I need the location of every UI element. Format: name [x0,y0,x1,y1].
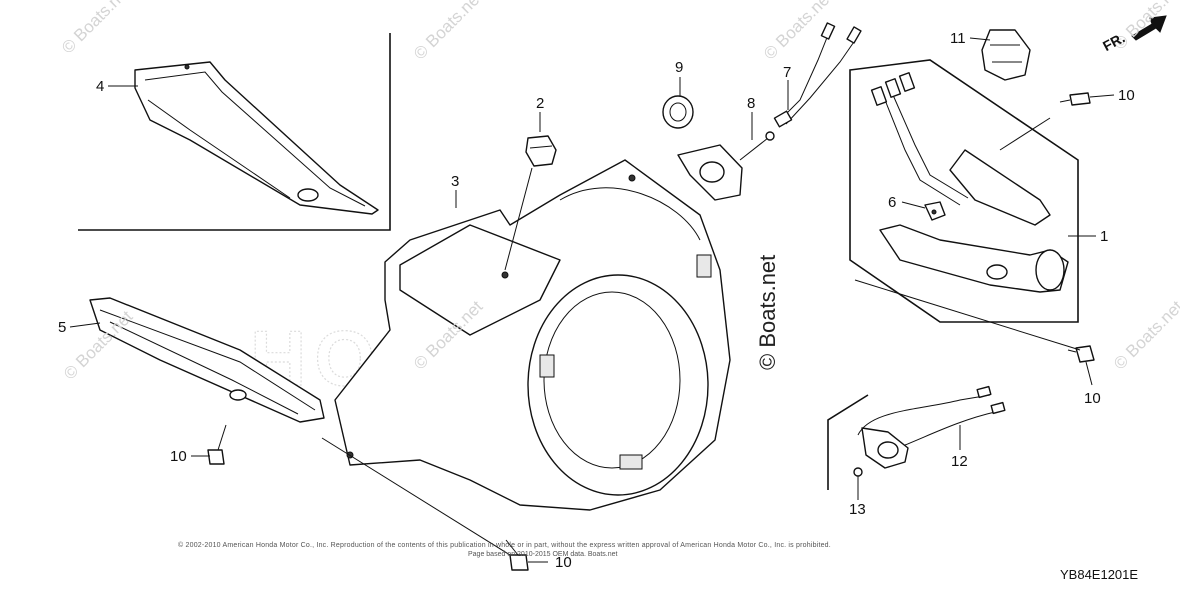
part-1-bracket [870,72,1069,293]
leader-lines [69,37,1115,563]
callout-10: 10 [1084,390,1101,407]
callout-9: 9 [675,59,684,76]
part-11-clamp [981,29,1031,81]
copyright-notice: © 2002-2010 American Honda Motor Co., In… [178,542,831,549]
bolt-10-a [1059,92,1091,106]
copyright-notice-2: Page based on 2010-2015 OEM data. Boats.… [468,551,618,558]
callout-12: 12 [951,453,968,470]
diagram-code: YB84E1201E [1060,567,1139,582]
callout-5: 5 [58,319,67,336]
part-6-clamp [924,201,946,221]
bolt-10-b [1067,345,1095,363]
part-7-harness [773,22,862,128]
callout-11: 11 [950,30,966,47]
callout-3: 3 [451,173,460,190]
bolt-10-d [505,539,529,571]
part-4-cover [134,61,379,215]
part-3-fan-shroud [334,159,731,511]
callout-2: 2 [536,95,545,112]
callout-6: 6 [888,194,897,211]
front-direction-arrow [1131,15,1167,41]
inset-frame-12 [827,394,869,490]
callout-10: 10 [170,448,187,465]
inset-frame-1 [849,59,1079,323]
part-5-cover [89,297,325,423]
part-9-grommet [662,95,694,129]
callout-4: 4 [96,78,105,95]
callout-7: 7 [783,64,792,81]
inset-frame-4 [78,33,391,231]
bolt-10-c [207,424,227,465]
part-13-screw [853,467,863,484]
part-2-clip [525,135,557,167]
callout-13: 13 [849,501,866,518]
callout-10: 10 [555,554,572,571]
part-8-sensor [677,131,775,201]
boats-net-watermark: © Boats.net [755,254,780,370]
callout-8: 8 [747,95,756,112]
callout-1: 1 [1100,228,1109,245]
callout-10: 10 [1118,87,1135,104]
part-12-sensor [857,385,1006,469]
